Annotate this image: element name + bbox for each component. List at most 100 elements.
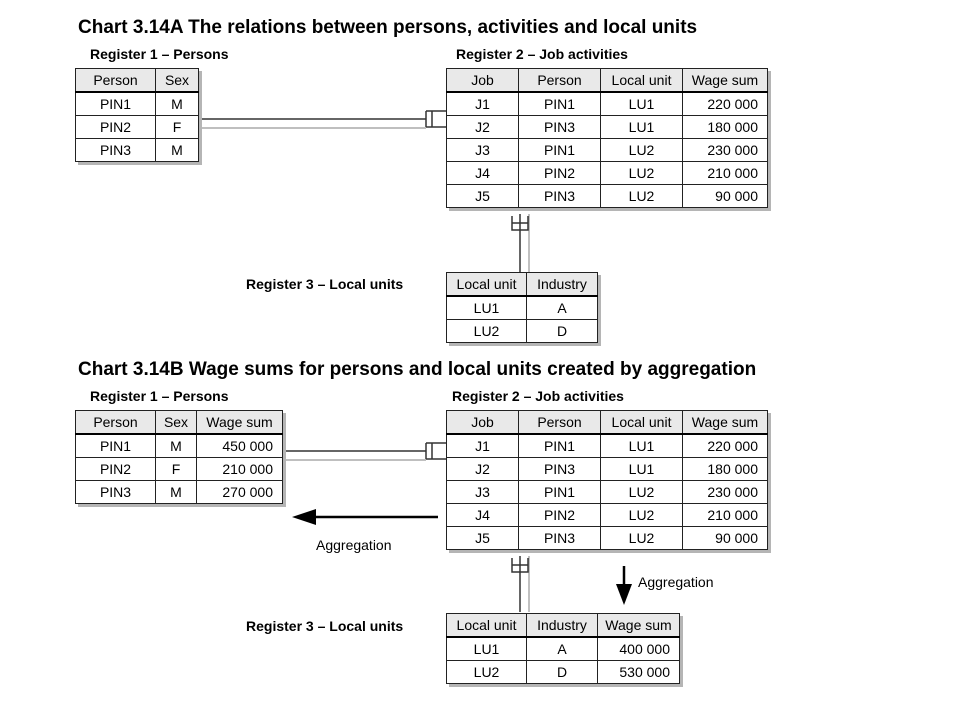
cell: PIN1 — [518, 480, 601, 504]
cell: PIN3 — [75, 480, 156, 504]
cell: LU1 — [446, 295, 527, 320]
chart-b-title: Chart 3.14B Wage sums for persons and lo… — [78, 359, 757, 380]
chart-b-register1-title: Register 1 – Persons — [90, 388, 229, 404]
cell: 450 000 — [196, 433, 283, 458]
col-header: Local unit — [446, 272, 527, 297]
chart-b-register3-title: Register 3 – Local units — [246, 618, 404, 634]
aggregation-label-down: Aggregation — [638, 574, 714, 590]
col-header: Wage sum — [682, 410, 768, 435]
col-header: Industry — [526, 272, 598, 297]
cell: LU2 — [446, 319, 527, 343]
col-header: Person — [518, 410, 601, 435]
cell: J2 — [446, 457, 519, 481]
col-header: Person — [518, 68, 601, 93]
cell: 230 000 — [682, 480, 768, 504]
cell: PIN1 — [518, 138, 601, 162]
cell: 180 000 — [682, 115, 768, 139]
cell: M — [155, 91, 199, 116]
col-header: Local unit — [600, 68, 683, 93]
cell: LU2 — [446, 660, 527, 684]
cell: PIN2 — [518, 161, 601, 185]
cell: D — [526, 660, 598, 684]
cell: A — [526, 295, 598, 320]
cell: LU2 — [600, 526, 683, 550]
cell: M — [155, 480, 197, 504]
cell: M — [155, 433, 197, 458]
col-header: Wage sum — [196, 410, 283, 435]
col-header: Person — [75, 410, 156, 435]
cell: J1 — [446, 433, 519, 458]
chart-b-register2-title: Register 2 – Job activities — [452, 388, 624, 404]
aggregation-arrow-down — [616, 566, 632, 605]
cell: PIN2 — [75, 115, 156, 139]
col-header: Wage sum — [597, 613, 680, 638]
cell: 270 000 — [196, 480, 283, 504]
aggregation-label-left: Aggregation — [316, 537, 392, 553]
cell: PIN1 — [518, 91, 601, 116]
cell: J2 — [446, 115, 519, 139]
cell: 210 000 — [196, 457, 283, 481]
cell: PIN3 — [518, 184, 601, 208]
col-header: Sex — [155, 410, 197, 435]
col-header: Local unit — [600, 410, 683, 435]
cell: M — [155, 138, 199, 162]
chart-a-register3-title: Register 3 – Local units — [246, 276, 404, 292]
cell: PIN2 — [75, 457, 156, 481]
cell: 220 000 — [682, 91, 768, 116]
cell: PIN1 — [518, 433, 601, 458]
cell: PIN3 — [518, 115, 601, 139]
col-header: Job — [446, 68, 519, 93]
cell: LU2 — [600, 184, 683, 208]
cell: 400 000 — [597, 636, 680, 661]
cell: 210 000 — [682, 503, 768, 527]
cell: F — [155, 115, 199, 139]
cell: J3 — [446, 138, 519, 162]
cell: PIN1 — [75, 433, 156, 458]
cell: J3 — [446, 480, 519, 504]
cell: 180 000 — [682, 457, 768, 481]
cell: PIN2 — [518, 503, 601, 527]
cell: LU1 — [600, 457, 683, 481]
cell: F — [155, 457, 197, 481]
cell: J1 — [446, 91, 519, 116]
crows-foot-b — [425, 442, 446, 460]
cell: LU1 — [600, 91, 683, 116]
cell: LU1 — [446, 636, 527, 661]
col-header: Local unit — [446, 613, 527, 638]
cell: 90 000 — [682, 526, 768, 550]
col-header: Job — [446, 410, 519, 435]
cell: J5 — [446, 526, 519, 550]
cell: 530 000 — [597, 660, 680, 684]
crows-foot-a2 — [511, 216, 529, 231]
cell: 230 000 — [682, 138, 768, 162]
cell: PIN3 — [518, 457, 601, 481]
col-header: Wage sum — [682, 68, 768, 93]
cell: LU2 — [600, 138, 683, 162]
cell: J5 — [446, 184, 519, 208]
cell: 210 000 — [682, 161, 768, 185]
cell: PIN3 — [518, 526, 601, 550]
cell: PIN1 — [75, 91, 156, 116]
cell: 220 000 — [682, 433, 768, 458]
cell: D — [526, 319, 598, 343]
